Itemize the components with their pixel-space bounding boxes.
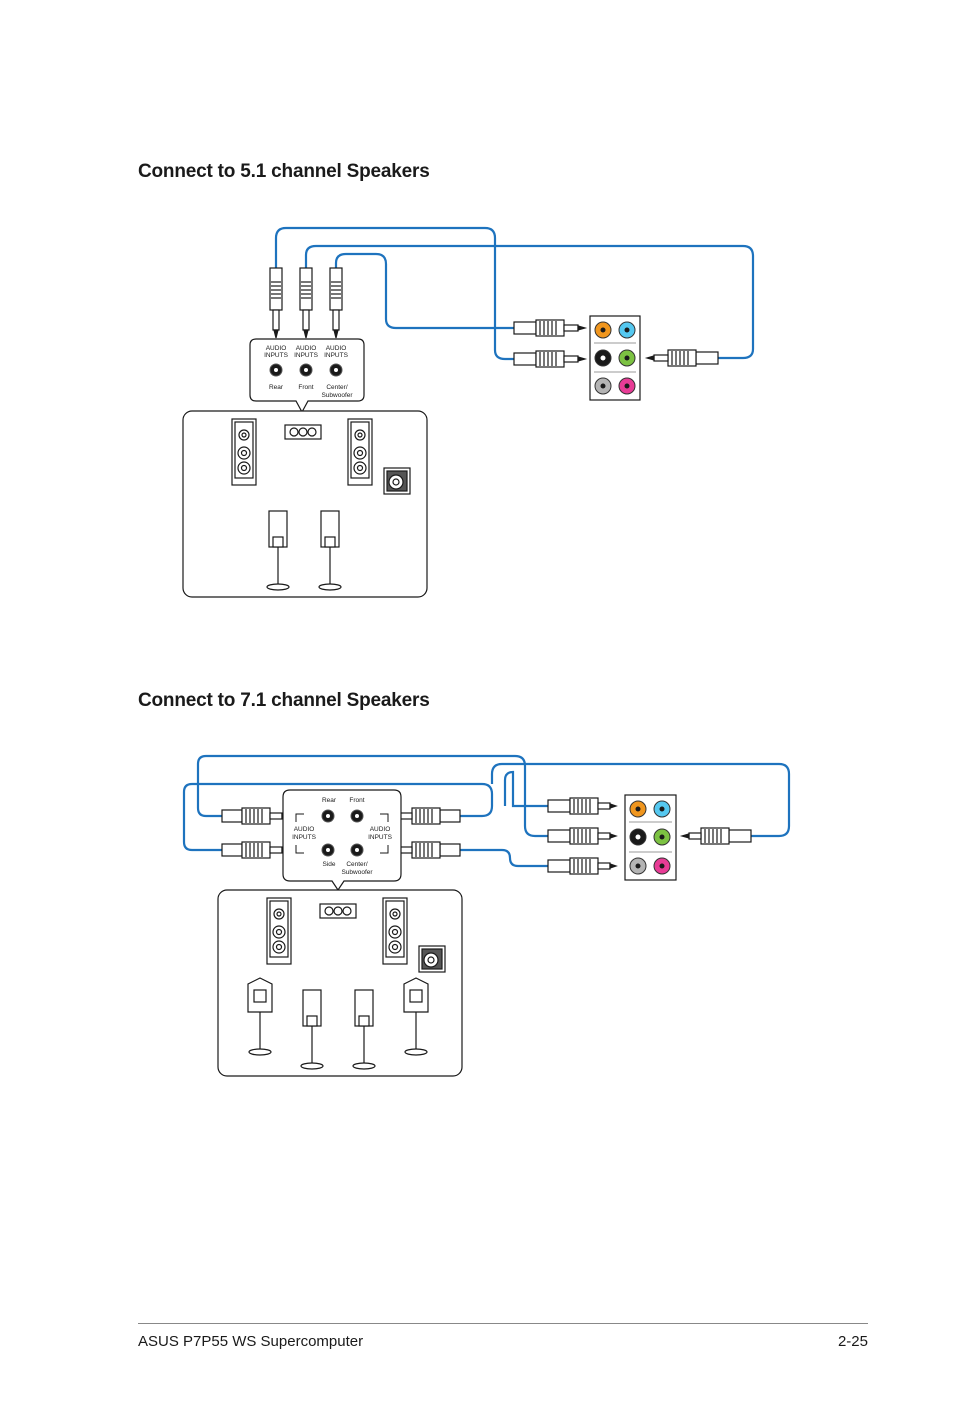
center-speaker: [284, 424, 322, 440]
vertical-plug-center: [329, 267, 343, 339]
panel-label-inputs: INPUTS: [294, 352, 319, 359]
horizontal-plug: [390, 841, 461, 859]
page-footer: ASUS P7P55 WS Supercomputer 2-25: [138, 1323, 868, 1350]
subwoofer: [418, 945, 446, 973]
horizontal-plug: [513, 350, 588, 368]
rear-audio-io-panel: [589, 315, 641, 401]
diagram-7-1-speakers: Rear Front AUDIO INPUTS AUDIO INPUTS Sid…: [182, 754, 791, 1077]
panel-label-audio: AUDIO: [266, 345, 287, 352]
footer-page-number: 2-25: [837, 1333, 868, 1350]
panel-label-front: Front: [298, 384, 313, 391]
horizontal-plug: [547, 857, 618, 875]
tower-speaker-left: [231, 418, 257, 486]
tower-speaker-left: [266, 897, 292, 965]
panel-label-inputs: INPUTS: [324, 352, 349, 359]
horizontal-plug: [547, 797, 618, 815]
panel-label-center: Center/: [346, 861, 368, 868]
satellite-speaker-right: [318, 510, 342, 591]
panel-label-inputs: INPUTS: [264, 352, 289, 359]
tower-speaker-right: [382, 897, 408, 965]
surround-speaker-right: [403, 977, 429, 1056]
center-speaker: [319, 903, 357, 919]
panel-label-audio: AUDIO: [294, 826, 315, 833]
panel-label-rear: Rear: [322, 797, 337, 804]
horizontal-plug: [513, 319, 588, 337]
vertical-plug-rear: [269, 267, 283, 339]
panel-label-audio: AUDIO: [326, 345, 347, 352]
panel-label-inputs: INPUTS: [368, 834, 393, 841]
section-title-7-1: Connect to 7.1 channel Speakers: [138, 690, 430, 711]
panel-label-inputs: INPUTS: [292, 834, 317, 841]
panel-label-audio: AUDIO: [370, 826, 391, 833]
audio-cables: [274, 226, 755, 361]
side-speaker-left: [300, 989, 324, 1070]
panel-label-subwoofer: Subwoofer: [341, 869, 373, 876]
surround-speaker-left: [247, 977, 273, 1056]
satellite-speaker-left: [266, 510, 290, 591]
side-speaker-right: [352, 989, 376, 1070]
vertical-plug-front: [299, 267, 313, 339]
horizontal-plug: [390, 807, 461, 825]
panel-jacks: [269, 363, 343, 377]
horizontal-plug: [221, 807, 292, 825]
footer-product-name: ASUS P7P55 WS Supercomputer: [138, 1333, 364, 1350]
audio-cables: [182, 754, 791, 868]
tower-speaker-right: [347, 418, 373, 486]
panel-jacks: [321, 809, 364, 857]
speaker-input-panel: [282, 789, 402, 892]
diagram-5-1-speakers: AUDIO INPUTS AUDIO INPUTS AUDIO INPUTS R…: [182, 226, 755, 598]
horizontal-plug: [644, 349, 719, 367]
horizontal-plug: [547, 827, 618, 845]
horizontal-plug: [679, 827, 752, 845]
panel-label-rear: Rear: [269, 384, 284, 391]
panel-label-side: Side: [322, 861, 335, 868]
panel-label-center: Center/: [326, 384, 348, 391]
rear-audio-io-panel: [624, 794, 677, 881]
subwoofer: [383, 467, 411, 495]
panel-label-audio: AUDIO: [296, 345, 317, 352]
panel-label-subwoofer: Subwoofer: [321, 392, 353, 399]
panel-label-front: Front: [349, 797, 364, 804]
horizontal-plug: [221, 841, 292, 859]
section-title-5-1: Connect to 5.1 channel Speakers: [138, 161, 430, 182]
